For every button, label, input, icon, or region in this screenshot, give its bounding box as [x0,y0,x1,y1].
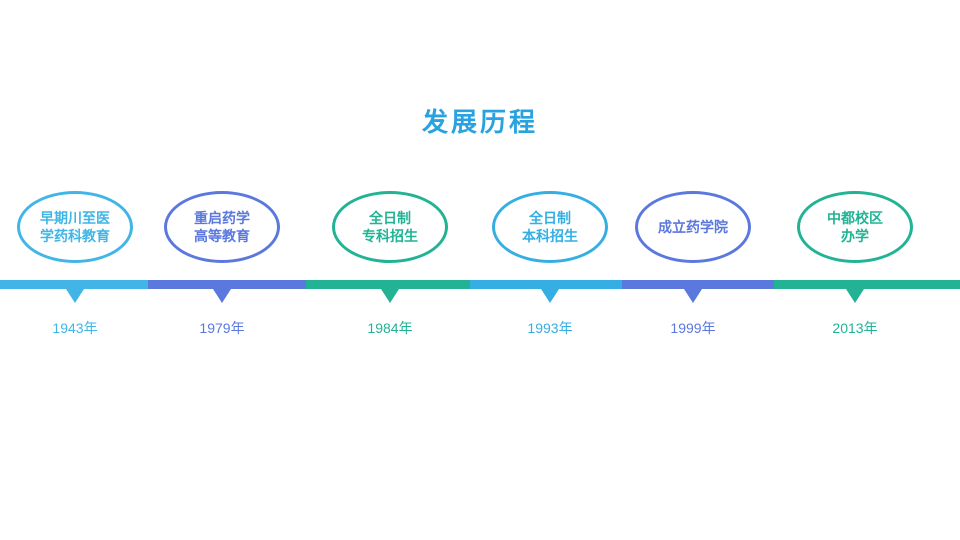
timeline-item: 中都校区 办学 2013年 [797,191,913,338]
timeline-segment [774,280,960,289]
milestone-pointer-icon [541,289,559,303]
milestone-pointer-icon [381,289,399,303]
timeline-item: 全日制 本科招生 1993年 [492,191,608,338]
milestone-pointer-icon [66,289,84,303]
milestone-year: 2013年 [832,320,878,336]
milestone-label: 重启药学 高等教育 [194,209,250,244]
page-title: 发展历程 [421,107,538,137]
milestone-label: 全日制 本科招生 [522,209,578,244]
milestone-oval: 重启药学 高等教育 [164,191,280,263]
timeline-segment [622,280,774,289]
milestone-pointer-icon [846,289,864,303]
timeline-item: 早期川至医 学药科教育 1943年 [17,191,133,338]
milestone-pointer-icon [213,289,231,303]
timeline-bar [0,280,960,289]
milestone-oval: 早期川至医 学药科教育 [17,191,133,263]
milestone-pointer-icon [684,289,702,303]
milestone-year: 1943年 [52,320,98,336]
milestone-oval: 全日制 本科招生 [492,191,608,263]
milestone-year: 1984年 [367,320,413,336]
timeline-segment [0,280,148,289]
milestone-label: 早期川至医 学药科教育 [40,209,110,244]
timeline-segment [470,280,622,289]
milestone-oval: 全日制 专科招生 [332,191,448,263]
milestone-year: 1993年 [527,320,573,336]
timeline-item: 重启药学 高等教育 1979年 [164,191,280,338]
timeline-item: 成立药学院 1999年 [635,191,751,338]
milestone-oval: 中都校区 办学 [797,191,913,263]
milestone-label: 中都校区 办学 [827,209,883,244]
milestone-label: 成立药学院 [658,218,728,235]
milestone-year: 1999年 [670,320,716,336]
milestone-label: 全日制 专科招生 [362,209,418,244]
timeline-segment [306,280,470,289]
milestone-oval: 成立药学院 [635,191,751,263]
milestone-year: 1979年 [199,320,245,336]
timeline-segment [148,280,306,289]
timeline-item: 全日制 专科招生 1984年 [332,191,448,338]
